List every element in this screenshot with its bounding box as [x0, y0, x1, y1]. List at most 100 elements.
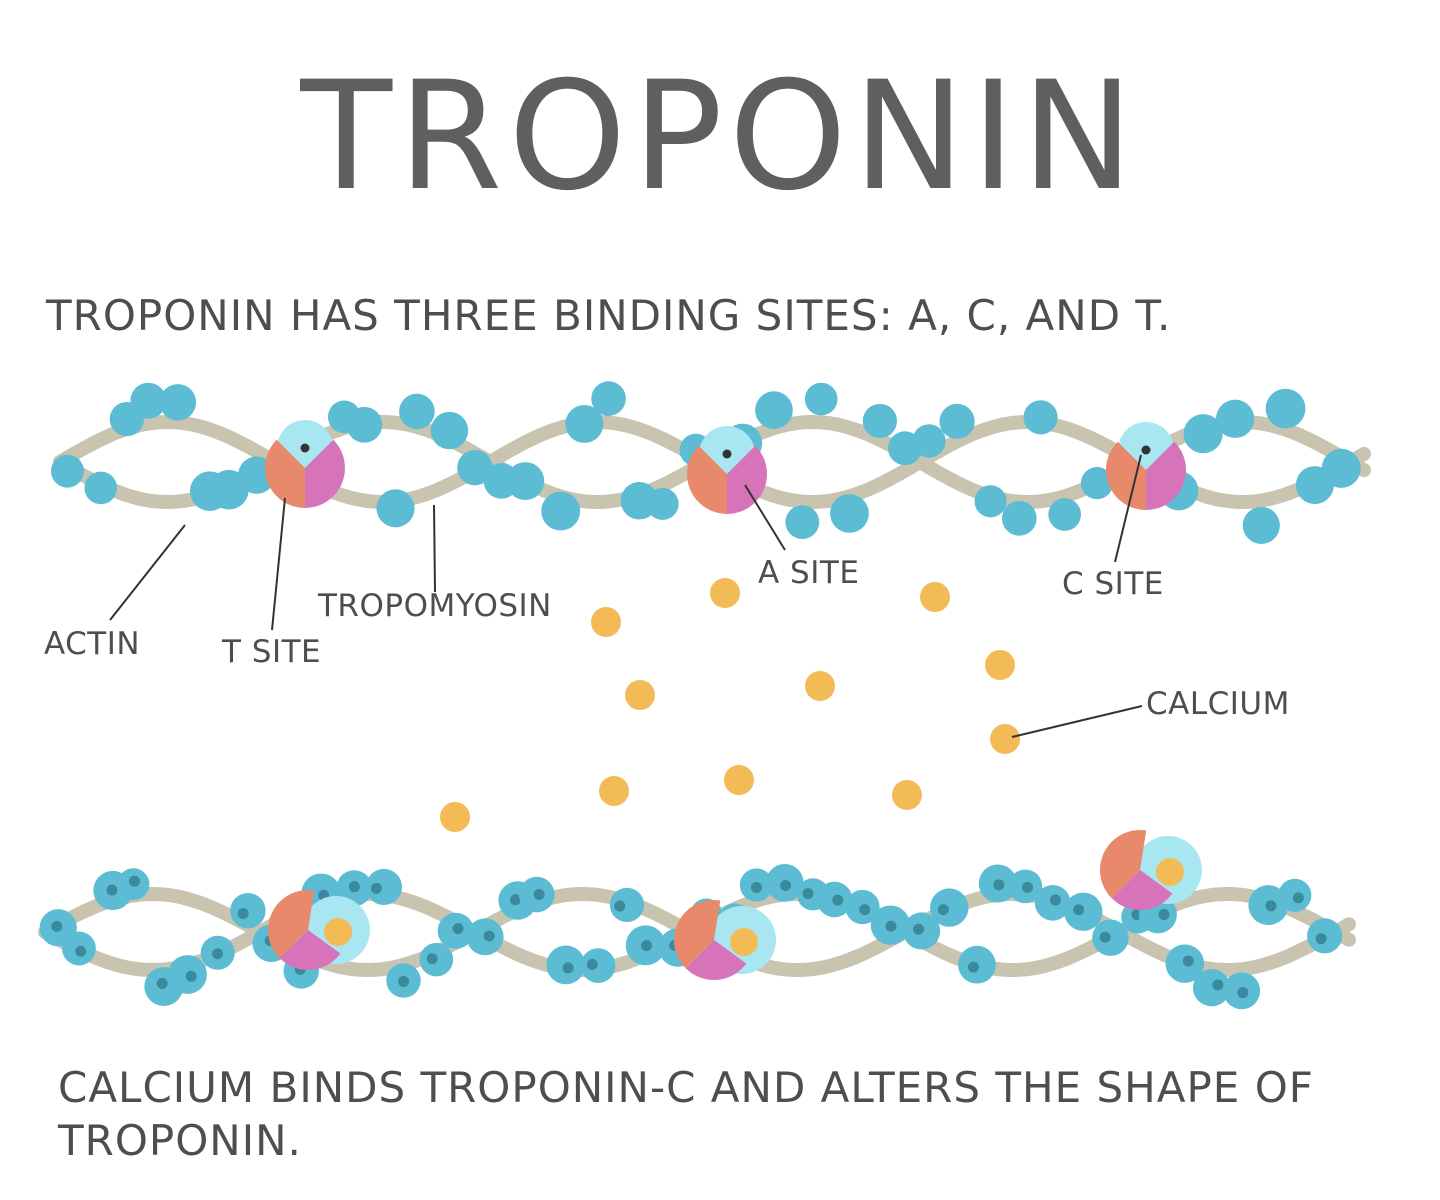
troponin-t-subunit: [1106, 441, 1146, 510]
actin-bead-dot: [1315, 933, 1327, 945]
actin-bead-dot: [106, 884, 118, 896]
actin-bead: [1321, 448, 1361, 488]
calcium-ion: [440, 802, 470, 832]
actin-bead: [1265, 388, 1306, 429]
calcium-ion: [990, 724, 1020, 754]
actin-bead-dot: [586, 958, 598, 970]
troponin-t-subunit: [1100, 830, 1147, 899]
actin-bead-dot: [1292, 892, 1304, 904]
actin-bead: [830, 494, 869, 533]
actin-bead-dot: [1158, 909, 1170, 921]
label-calcium: CALCIUM: [1146, 686, 1290, 722]
troponin-complex: [687, 426, 767, 514]
actin-bead-dot: [156, 978, 168, 990]
actin-bead-dot: [1212, 979, 1224, 991]
actin-bead-dot: [75, 945, 87, 957]
actin-bead: [785, 505, 820, 540]
actin-bead-dot: [483, 930, 495, 942]
calcium-ion: [985, 650, 1015, 680]
actin-bead: [230, 892, 266, 929]
bound-calcium: [324, 918, 352, 946]
actin-bead-dot: [937, 904, 949, 916]
actin-bead: [580, 948, 616, 983]
actin-bead-dot: [780, 879, 792, 891]
leader-c-site: [1114, 454, 1142, 563]
actin-bead: [939, 403, 975, 440]
actin-bead-dot: [370, 882, 382, 894]
label-tropomyosin: TROPOMYOSIN: [318, 588, 552, 624]
actin-bead: [376, 489, 415, 528]
actin-bead-dot: [1099, 931, 1111, 943]
actin-bead: [1183, 414, 1223, 454]
leader-t-site: [271, 497, 286, 631]
caption-top: TROPONIN HAS THREE BINDING SITES: A, C, …: [46, 291, 1172, 340]
actin-bead: [457, 449, 493, 486]
actin-bead: [365, 868, 402, 905]
actin-bead: [1242, 506, 1280, 544]
troponin-t-subunit: [268, 890, 315, 959]
bound-calcium: [730, 928, 758, 956]
actin-bead-dot: [832, 894, 844, 906]
troponin-i-subunit: [1111, 870, 1173, 910]
actin-bead-dot: [641, 940, 653, 952]
bound-calcium: [1156, 858, 1184, 886]
binding-site-dot: [300, 443, 310, 453]
actin-bead-dot: [348, 881, 360, 893]
troponin-complex: [268, 890, 370, 970]
troponin-complex: [265, 420, 345, 508]
actin-bead-dot: [1182, 955, 1194, 967]
actin-bead-dot: [1265, 900, 1277, 912]
actin-bead: [1023, 400, 1058, 435]
troponin-i-subunit: [305, 439, 345, 508]
troponin-complex: [674, 900, 776, 980]
label-c-site: C SITE: [1062, 566, 1164, 602]
troponin-complex: [1100, 830, 1202, 910]
actin-bead: [591, 381, 626, 416]
actin-bead: [804, 382, 838, 416]
actin-bead-dot: [398, 975, 410, 987]
actin-bead-dot: [614, 900, 626, 912]
troponin-i-subunit: [279, 930, 341, 970]
actin-bead-dot: [509, 894, 521, 906]
leader-calcium: [1011, 705, 1143, 738]
actin-bead-dot: [1073, 904, 1085, 916]
actin-bead-dot: [51, 920, 63, 932]
actin-bead-dot: [802, 888, 814, 900]
calcium-ion: [920, 582, 950, 612]
label-t-site: T SITE: [222, 634, 322, 670]
actin-bead-dot: [859, 904, 871, 916]
actin-bead: [84, 471, 118, 505]
troponin-complex: [1106, 422, 1186, 510]
actin-bead: [1080, 466, 1114, 500]
actin-bead-dot: [128, 875, 140, 887]
actin-bead: [399, 393, 435, 430]
calcium-ion: [591, 607, 621, 637]
actin-bead: [974, 485, 1007, 518]
leader-a-site: [744, 484, 786, 551]
actin-bead: [346, 406, 383, 443]
calcium-ion: [892, 780, 922, 810]
actin-bead-dot: [750, 881, 762, 893]
troponin-i-subunit: [727, 445, 767, 514]
troponin-t-subunit: [265, 439, 305, 508]
calcium-ion: [805, 671, 835, 701]
binding-site-dot: [722, 449, 732, 459]
actin-bead-dot: [426, 953, 438, 965]
actin-bead-dot: [1049, 894, 1061, 906]
actin-bead: [1001, 500, 1037, 536]
label-actin: ACTIN: [44, 626, 141, 662]
actin-bead: [565, 404, 604, 443]
calcium-ion: [599, 776, 629, 806]
actin-bead: [506, 462, 545, 501]
label-a-site: A SITE: [758, 555, 860, 591]
actin-bead: [130, 382, 167, 419]
troponin-i-subunit: [1146, 441, 1186, 510]
actin-bead-dot: [1021, 881, 1033, 893]
actin-bead-dot: [212, 948, 224, 960]
calcium-ion: [724, 765, 754, 795]
actin-bead: [755, 391, 793, 429]
actin-bead: [1215, 399, 1255, 438]
actin-bead-dot: [885, 920, 897, 932]
actin-bead: [930, 888, 969, 927]
